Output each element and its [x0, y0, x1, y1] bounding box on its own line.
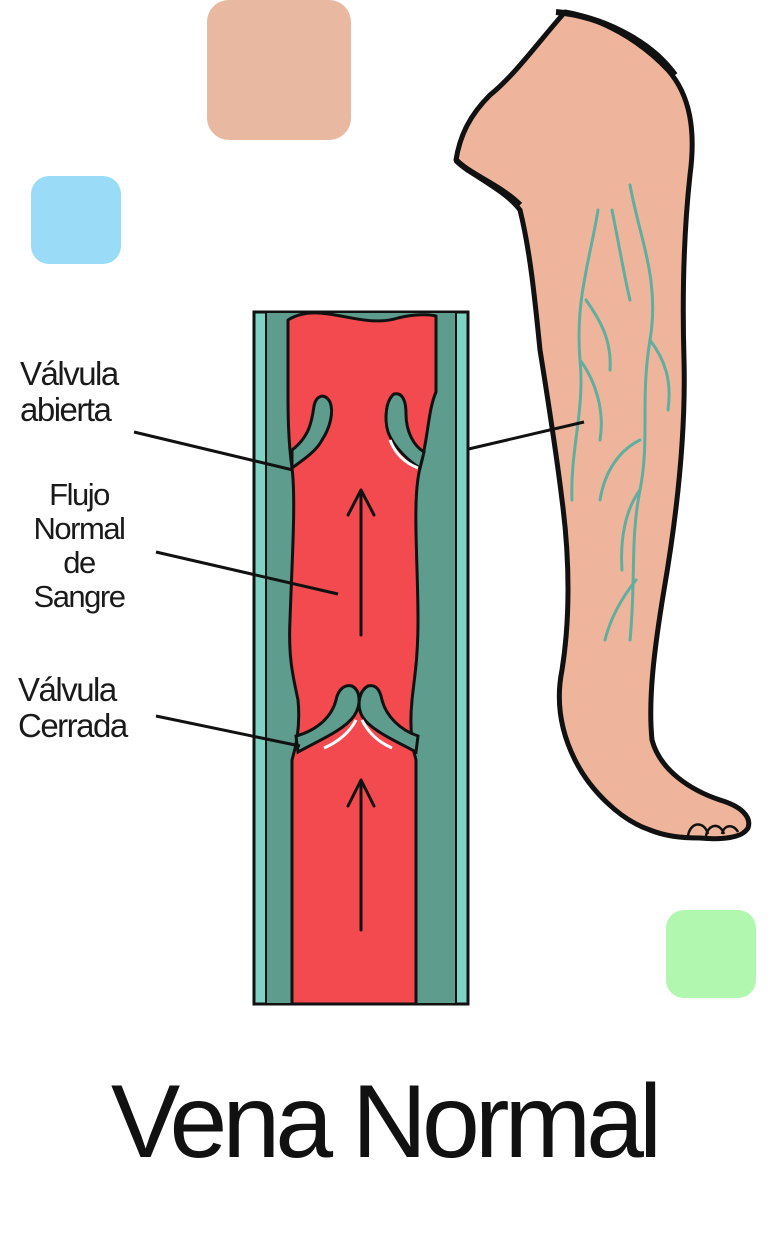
label-open-valve: Válvula abierta	[20, 356, 118, 428]
label-blood-flow-line-4: Sangre	[18, 580, 140, 614]
label-open-valve-line-2: abierta	[20, 392, 118, 428]
label-blood-flow-line-2: Normal	[18, 512, 140, 546]
label-blood-flow: Flujo Normal de Sangre	[18, 478, 140, 614]
diagram-title: Vena Normal	[0, 1062, 768, 1182]
label-closed-valve-line-1: Válvula	[18, 672, 127, 708]
label-closed-valve-line-2: Cerrada	[18, 708, 127, 744]
label-open-valve-line-1: Válvula	[20, 356, 118, 392]
label-blood-flow-line-1: Flujo	[18, 478, 140, 512]
label-closed-valve: Válvula Cerrada	[18, 672, 127, 744]
leg-illustration	[430, 12, 749, 839]
vein-cross-section	[254, 312, 468, 1004]
label-blood-flow-line-3: de	[18, 546, 140, 580]
